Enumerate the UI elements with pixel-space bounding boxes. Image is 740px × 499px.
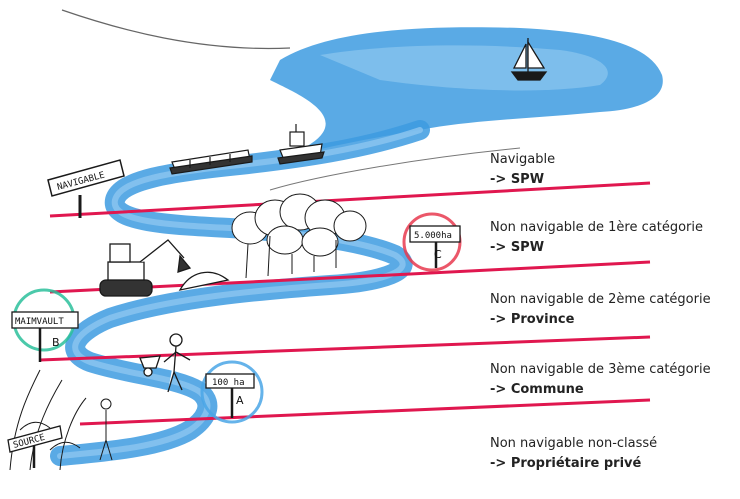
category-name: Navigable: [490, 152, 556, 167]
sign-b-label: MAIMVAULT: [15, 317, 64, 327]
worker-icon: [139, 333, 191, 393]
bushes-icon: [9, 369, 113, 471]
barge-icon: [169, 149, 253, 175]
excavator-icon: [99, 239, 230, 297]
sign-c-letter: C: [434, 248, 442, 261]
sailboat-icon: [510, 38, 548, 81]
category-3eme: Non navigable de 3ème catégorie -> Commu…: [490, 360, 711, 400]
category-1ere: Non navigable de 1ère catégorie -> SPW: [490, 218, 703, 258]
category-manager: -> SPW: [490, 172, 545, 187]
river-highlight: [57, 127, 423, 459]
category-navigable: Navigable -> SPW: [490, 150, 555, 190]
sign-a: 100 ha A: [200, 360, 264, 424]
boundary-line-4: [79, 398, 651, 426]
category-manager: -> Propriétaire privé: [490, 456, 642, 471]
boundary-line-1: [49, 181, 651, 218]
category-2eme: Non navigable de 2ème catégorie -> Provi…: [490, 290, 711, 330]
tug-boat-icon: [277, 124, 325, 165]
category-manager: -> Commune: [490, 382, 584, 397]
hill-outline: [61, 9, 291, 50]
sign-a-letter: A: [236, 394, 244, 407]
category-non-classe: Non navigable non-classé -> Propriétaire…: [490, 434, 657, 474]
hill-outline-lower: [269, 147, 521, 191]
category-name: Non navigable de 3ème catégorie: [490, 362, 711, 377]
category-name: Non navigable non-classé: [490, 436, 658, 451]
sign-b: MAIMVAULT B: [11, 288, 79, 362]
boundary-line-3: [39, 335, 651, 362]
category-name: Non navigable de 1ère catégorie: [490, 220, 703, 235]
sign-a-label: 100 ha: [212, 378, 245, 388]
category-manager: -> SPW: [490, 240, 545, 255]
sign-source: SOURCE: [7, 425, 63, 468]
trees-icon: [231, 193, 367, 279]
sign-c: 5.000ha C: [402, 212, 462, 272]
sign-c-label: 5.000ha: [414, 231, 452, 241]
category-manager: -> Province: [490, 312, 575, 327]
sign-b-letter: B: [52, 336, 60, 349]
category-name: Non navigable de 2ème catégorie: [490, 292, 711, 307]
